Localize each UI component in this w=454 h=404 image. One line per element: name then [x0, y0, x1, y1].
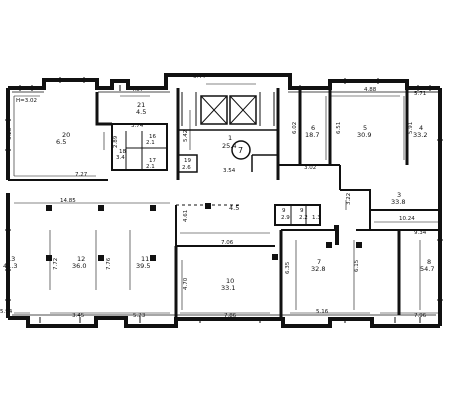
room-4-area: 33.2 — [413, 131, 427, 139]
room-19-area: 3.4 — [116, 155, 125, 161]
room-6-area: 18.7 — [305, 131, 319, 139]
room-7-area: 32.8 — [311, 265, 325, 273]
room-2-area: 2.2 — [299, 215, 308, 221]
room-9b-area: 1.3 — [312, 215, 321, 221]
room-9-area: 2.9 — [281, 215, 290, 221]
dim-5-42: 5.42 — [183, 130, 189, 142]
windows — [5, 77, 443, 323]
room-14-area: 6.5 — [56, 138, 66, 146]
dim-4-88: 4.88 — [364, 87, 377, 93]
dim-3-45: 3.45 — [72, 313, 85, 319]
dim-6-28: 6.28 — [7, 127, 13, 140]
dim-3-02: 3.02 — [304, 165, 316, 171]
dim-7-06: 7.06 — [221, 240, 234, 246]
dim-6-35: 6.35 — [285, 261, 291, 274]
dim-5-71: 5.71 — [414, 91, 426, 97]
room-17-area: 2.1 — [146, 164, 155, 170]
room-labels: 20 6.5 21 4.5 16 2.1 18 3.4 17 2.1 1 25.… — [3, 101, 434, 292]
dim-4-70: 4.70 — [183, 277, 189, 290]
dim-7-96: 7.96 — [414, 313, 427, 319]
dim-10-24: 10.24 — [399, 216, 415, 222]
marker-circle — [231, 140, 251, 160]
outer-walls — [6, 73, 442, 328]
room-9-number: 9 — [282, 208, 286, 214]
dim-7-86: 7.86 — [224, 313, 237, 319]
dim-3-22: 3.22 — [346, 193, 352, 205]
room-10-area: 33.1 — [221, 284, 235, 292]
room-5-number: 5 — [363, 124, 367, 132]
dim-6-51: 6.51 — [336, 122, 342, 134]
dim-3-74: 3.74 — [131, 123, 144, 129]
dim-6-44: 6.44 — [193, 74, 206, 80]
dim-9-34: 9.34 — [414, 230, 427, 236]
room-14-number: 20 — [62, 131, 70, 139]
marker-number: 7 — [238, 146, 243, 155]
room-15-number: 21 — [137, 101, 145, 109]
dim-h-3-02: H=3.02 — [16, 98, 37, 104]
room-20-area: 2.6 — [182, 165, 191, 171]
dim-5-16: 5.16 — [316, 309, 329, 315]
room-11-number: 11 — [141, 255, 149, 263]
room-8-area: 54.7 — [420, 265, 434, 273]
dim-7-72: 7.72 — [53, 258, 59, 270]
dim-6-02: 6.02 — [292, 122, 298, 134]
room-1-number: 1 — [228, 134, 232, 142]
room-10-number: 10 — [226, 277, 234, 285]
room-4-number: 4 — [419, 124, 423, 132]
room-16-number: 16 — [149, 134, 156, 140]
room-20-number: 19 — [184, 158, 191, 164]
room-3-number: 3 — [397, 191, 401, 199]
dim-14-85: 14.85 — [60, 198, 76, 204]
room-5-area: 30.9 — [357, 131, 371, 139]
room-18-number: 18 — [119, 149, 126, 155]
room-21-area: 4.5 — [229, 204, 239, 212]
dim-5-23: 5.23 — [133, 313, 146, 319]
room-12-number: 12 — [77, 255, 85, 263]
room-11-area: 39.5 — [136, 262, 150, 270]
room-13-area: 41.3 — [3, 262, 17, 270]
dim-4-61: 4.61 — [183, 210, 189, 222]
room-6-number: 6 — [311, 124, 315, 132]
dim-5-91: 5.91 — [408, 122, 414, 134]
dim-6-15: 6.15 — [354, 259, 360, 272]
room-17-number: 17 — [149, 158, 156, 164]
dimension-labels: 6.44 4.57 4.88 5.71 H=3.02 7.27 3.74 3.5… — [0, 74, 427, 319]
dim-3-54: 3.54 — [223, 168, 236, 174]
dim-7-27: 7.27 — [75, 172, 88, 178]
dimension-lines — [13, 83, 438, 314]
room-3-area: 33.8 — [391, 198, 405, 206]
room-9b-number: 9 — [300, 208, 304, 214]
room-12-area: 36.0 — [72, 262, 86, 270]
room-16-area: 2.1 — [146, 140, 155, 146]
dim-2-89: 2.89 — [113, 135, 119, 148]
room-15-area: 4.5 — [136, 108, 146, 116]
room-1-area: 25.4 — [222, 142, 236, 150]
dim-5-94: 5.94 — [0, 309, 13, 315]
room-8-number: 8 — [427, 258, 431, 266]
room-13-number: 13 — [7, 255, 15, 263]
room-7-number: 7 — [317, 258, 321, 266]
dim-4-57: 4.57 — [131, 87, 144, 93]
dim-7-76: 7.76 — [106, 257, 112, 270]
inner-walls — [8, 88, 440, 318]
